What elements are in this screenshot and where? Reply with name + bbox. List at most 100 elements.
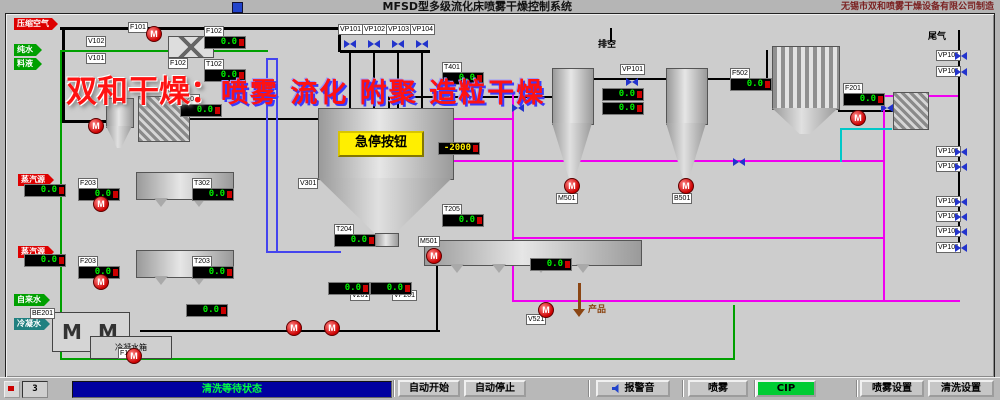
valve-icon[interactable] [955,198,967,206]
pump-motor[interactable]: M [126,348,142,364]
pipe [840,128,892,130]
fluid-bed-1-cone [154,198,168,207]
pump-motor[interactable]: M [850,110,866,126]
pump-motor[interactable]: M [88,118,104,134]
pump-motor[interactable]: M [286,320,302,336]
value-display: 0.0 [192,188,234,201]
pipe [512,237,885,239]
pipe [397,52,399,110]
fluid-bed-2-cone [192,276,206,285]
value-display: 0.0 [334,234,376,247]
pipe [60,50,268,52]
page-title: MFSD型多级流化床喷雾干燥控制系统 [382,0,573,13]
equipment-tag: V101 [86,53,107,64]
valve-icon[interactable] [733,158,745,166]
vibrating-fluid-bed-cone [492,264,506,273]
value-display: 0.0 [442,72,484,85]
valve-icon[interactable] [416,40,428,48]
pump-motor[interactable]: M [146,26,162,42]
button-alarm-sound[interactable]: 报警音 [596,380,670,397]
page-indicator: 3 [22,381,48,398]
pipe [338,27,341,52]
valve-icon[interactable] [368,40,380,48]
product-pipe [578,283,581,309]
equipment-tag: V521 [526,314,547,325]
alarm-dot [637,105,642,112]
alarm-dot [477,75,482,82]
pipe [838,110,893,112]
alarm-dot [239,72,244,79]
drying-tower-outlet [375,233,399,247]
status-icon [4,381,20,398]
pipe [340,50,430,53]
pipe [62,27,65,122]
cyclone-2-cone [666,123,706,178]
valve-icon[interactable] [626,78,638,86]
button-spray[interactable]: 喷雾 [688,380,748,397]
pump-motor[interactable]: M [538,302,554,318]
vibrating-fluid-bed-cone [450,264,464,273]
watermark-slogan: 喷雾 流化 附聚 造粒干燥 [221,78,546,109]
pipe [512,300,960,302]
title-bar: MFSD型多级流化床喷雾干燥控制系统 无锡市双和喷雾干燥设备有限公司制造 [0,0,1000,13]
value-display: 0.0 [204,36,246,49]
cyclone-1-cone [552,123,592,178]
button-spray-settings[interactable]: 喷雾设置 [860,380,924,397]
alarm-dot [227,269,232,276]
pump-motor[interactable]: M [93,196,109,212]
pipe [373,52,375,110]
pipe [388,96,558,98]
valve-icon[interactable] [955,68,967,76]
alarm-dot [59,187,64,194]
valve-icon[interactable] [955,244,967,252]
pump-motor[interactable]: M [324,320,340,336]
valve-icon[interactable] [955,163,967,171]
valve-icon[interactable] [881,104,893,112]
toolbar-separator [754,380,756,397]
equipment-tag: VP103 [386,24,412,35]
value-display: 0.0 [24,184,66,197]
pump-motor[interactable]: M [93,274,109,290]
alarm-dot [637,91,642,98]
alarm-dot [565,261,570,268]
pump-motor[interactable]: M [426,248,442,264]
button-auto-stop[interactable]: 自动停止 [464,380,526,397]
value-display: 0.0 [530,258,572,271]
alarm-dot [473,145,478,152]
valve-icon[interactable] [955,213,967,221]
emergency-stop-button[interactable]: 急停按钮 [338,131,424,157]
button-clean-settings[interactable]: 清洗设置 [928,380,994,397]
equipment-tag: V301 [298,178,319,189]
toolbar: 3 清洗等待状态 自动开始自动停止 报警音 喷雾 CIP 喷雾设置清洗设置 [0,377,1000,400]
source-label: 压缩空气 [14,18,58,30]
fluid-bed-dryer-cone [772,108,838,134]
button-auto-start[interactable]: 自动开始 [398,380,460,397]
button-cip[interactable]: CIP [756,380,816,397]
valve-icon[interactable] [512,104,524,112]
value-display: 0.0 [186,304,228,317]
valve-icon[interactable] [344,40,356,48]
valve-icon[interactable] [955,228,967,236]
status-bar: 清洗等待状态 [72,381,392,398]
pipe [840,128,842,162]
alarm-dot [215,107,220,114]
source-label: 自来水 [14,294,50,306]
alarm-dot [477,217,482,224]
alarm-dot [765,81,770,88]
value-display: 0.0 [442,214,484,227]
equipment-tag: VP101 [338,24,364,35]
pipe [266,58,278,60]
equipment-tag: BE201 [30,308,56,319]
valve-icon[interactable] [955,148,967,156]
alarm-dot [878,96,883,103]
valve-icon[interactable] [392,40,404,48]
pipe [445,160,885,162]
pump-motor[interactable]: M [678,178,694,194]
product-arrow-icon [573,309,585,317]
pipe [188,118,318,120]
valve-icon[interactable] [955,52,967,60]
pump-motor[interactable]: M [564,178,580,194]
pipe [60,27,340,30]
alarm-dot [59,257,64,264]
